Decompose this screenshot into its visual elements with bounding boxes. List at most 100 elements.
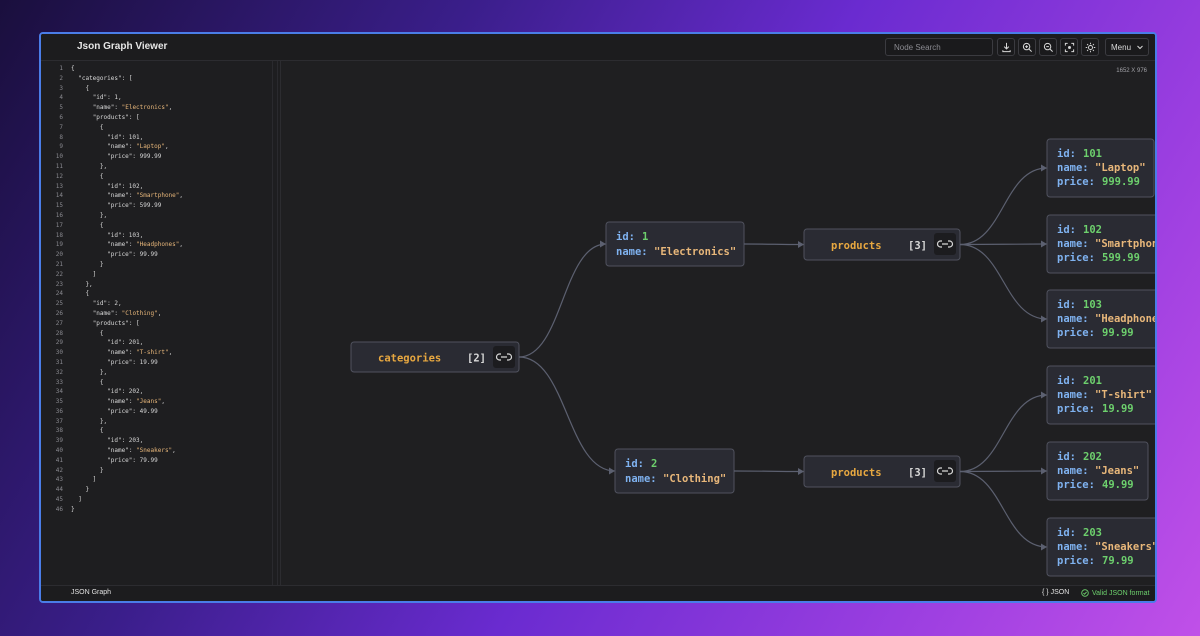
product-node[interactable] — [1046, 517, 1157, 577]
code-line: { — [71, 172, 104, 180]
line-number: 8 — [59, 133, 63, 141]
product-node[interactable] — [1046, 441, 1149, 501]
node-value-id: 102 — [1083, 224, 1102, 236]
node-value-name: "Clothing" — [663, 473, 726, 485]
products-node-count: [3] — [908, 240, 927, 252]
download-button[interactable] — [997, 38, 1015, 56]
line-number: 15 — [55, 202, 63, 210]
node-key-name: name: — [1057, 541, 1089, 553]
node-key-id: id: — [1057, 527, 1076, 539]
code-line: "id": 202, — [107, 388, 144, 396]
edge — [733, 470, 805, 473]
node-key-name: name: — [1057, 389, 1089, 401]
node-value-name: "Electronics" — [654, 246, 736, 258]
line-number: 41 — [55, 456, 63, 464]
node-value-price: 49.99 — [1102, 479, 1134, 491]
line-number: 16 — [55, 211, 63, 219]
line-number: 12 — [55, 172, 63, 180]
code-line: "name": "Electronics", — [92, 104, 173, 112]
edge-arrow — [1041, 240, 1047, 248]
line-number: 2 — [59, 74, 63, 82]
edge-arrow — [1041, 543, 1047, 551]
node-value-id: 202 — [1083, 451, 1102, 463]
node-value-id: 103 — [1083, 299, 1102, 311]
category-node[interactable] — [605, 221, 745, 267]
node-key-price: price: — [1057, 555, 1095, 567]
product-node[interactable] — [1046, 289, 1157, 349]
theme-button[interactable] — [1081, 38, 1099, 56]
node-value-price: 79.99 — [1102, 555, 1134, 567]
node-key-id: id: — [625, 458, 644, 470]
code-line: "name": "T-shirt", — [107, 349, 173, 357]
code-line: "name": "Sneakers", — [107, 447, 176, 455]
menu-button[interactable]: Menu — [1105, 38, 1149, 56]
node-search-input[interactable] — [885, 38, 993, 56]
line-number: 39 — [55, 437, 63, 445]
product-node[interactable] — [1046, 365, 1157, 425]
code-line: "id": 1, — [92, 94, 122, 102]
code-line: "price": 19.99 — [107, 358, 158, 366]
line-number: 18 — [55, 231, 63, 239]
line-number: 38 — [55, 427, 63, 435]
code-line: "price": 79.99 — [107, 456, 158, 464]
edge — [518, 243, 607, 358]
focus-button[interactable] — [1060, 38, 1078, 56]
line-number: 9 — [59, 143, 63, 151]
zoom-out-icon — [1043, 42, 1053, 52]
node-value-id: 201 — [1083, 375, 1102, 387]
line-number: 24 — [55, 290, 63, 298]
line-number: 29 — [55, 339, 63, 347]
code-line: } — [71, 486, 90, 494]
code-line: }, — [71, 280, 93, 288]
code-line: } — [71, 505, 75, 513]
line-number: 42 — [55, 466, 63, 474]
edge — [743, 243, 805, 246]
line-number: 25 — [55, 300, 63, 308]
code-line: } — [71, 260, 104, 268]
line-number: 30 — [55, 349, 63, 357]
zoom-out-button[interactable] — [1039, 38, 1057, 56]
node-key-name: name: — [1057, 162, 1089, 174]
node-key-price: price: — [1057, 403, 1095, 415]
node-key-price: price: — [1057, 479, 1095, 491]
products-node-label: products — [831, 467, 882, 479]
edge — [959, 243, 1048, 246]
edge — [959, 394, 1048, 473]
node-key-price: price: — [1057, 176, 1095, 188]
code-line: { — [71, 65, 75, 72]
title-bar: Json Graph Viewer Menu — [41, 34, 1155, 61]
node-key-name: name: — [1057, 465, 1089, 477]
node-key-id: id: — [1057, 375, 1076, 387]
code-line: "id": 203, — [107, 437, 144, 445]
line-number: 3 — [59, 84, 63, 92]
node-key-id: id: — [1057, 451, 1076, 463]
zoom-in-button[interactable] — [1018, 38, 1036, 56]
edge — [959, 167, 1048, 246]
line-number: 43 — [55, 476, 63, 484]
line-number: 33 — [55, 378, 63, 386]
code-line: "products": [ — [92, 319, 140, 327]
node-value-name: "Smartphone" — [1095, 238, 1157, 250]
edge-arrow — [1041, 467, 1047, 475]
product-node[interactable] — [1046, 138, 1155, 198]
category-node[interactable] — [614, 448, 735, 494]
line-number: 4 — [59, 94, 63, 102]
code-line: "id": 201, — [107, 339, 144, 347]
status-format[interactable]: { } JSON — [1042, 589, 1070, 596]
code-line: }, — [71, 162, 108, 170]
line-number: 10 — [55, 153, 63, 161]
line-number: 22 — [55, 270, 63, 278]
line-number: 7 — [59, 123, 63, 131]
product-node[interactable] — [1046, 214, 1157, 274]
edge — [518, 356, 616, 472]
line-number: 20 — [55, 251, 63, 259]
node-key-id: id: — [1057, 224, 1076, 236]
braces-icon: { } — [1042, 589, 1049, 596]
code-line: } — [71, 466, 104, 474]
code-content[interactable]: { "categories": [ { "id": 1, "name": "El… — [71, 64, 280, 515]
code-line: "id": 102, — [107, 182, 144, 190]
link-icon — [495, 353, 513, 361]
line-number: 5 — [59, 104, 63, 112]
